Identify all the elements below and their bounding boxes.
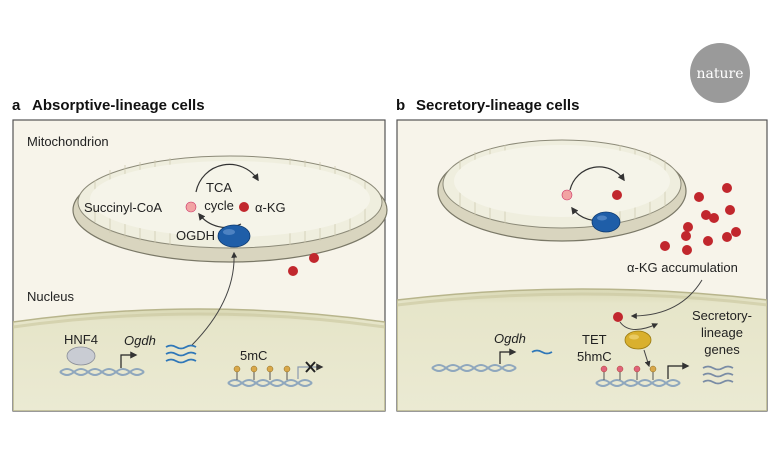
tet-activation-arrow (619, 321, 659, 330)
secretory-genes-line2: lineage (701, 325, 743, 340)
secretory-mrna (702, 365, 734, 385)
tet-enzyme (624, 330, 652, 350)
cycle-label: cycle (204, 198, 234, 213)
dna-ogdh-b (431, 364, 517, 372)
ogdh-label: OGDH (176, 228, 215, 243)
panel-b: b Secretory-lineage cells (396, 97, 768, 412)
blocked-x-icon (305, 361, 316, 373)
succinyl-coa-dot (185, 201, 197, 213)
import-arrow (630, 279, 703, 319)
panel-a-title: Absorptive-lineage cells (32, 97, 205, 114)
succinyl-coa-label: Succinyl-CoA (84, 200, 162, 215)
hnf4-protein (66, 346, 96, 366)
ogdh-gene-label-b: Ogdh (494, 331, 526, 346)
secretory-genes-line3: genes (704, 342, 740, 357)
tet-label: TET (582, 332, 607, 347)
ogdh-gene-label: Ogdh (124, 333, 156, 348)
promoter-arrow-a (120, 351, 138, 368)
mitochondrion-a (72, 155, 388, 263)
alpha-kg-nucleus-dot (613, 312, 623, 322)
nucleus-label: Nucleus (27, 289, 74, 304)
dna-ogdh-a (59, 368, 145, 376)
tca-cycle-b (561, 166, 625, 233)
alpha-kg-free-dot (309, 253, 319, 263)
alpha-kg-dot-b (612, 190, 622, 200)
hnf4-label: HNF4 (64, 332, 98, 347)
ogdh-mrna-b (531, 349, 553, 355)
alpha-kg-dot (239, 202, 249, 212)
5hmc-label: 5hmC (577, 349, 612, 364)
ogdh-enzyme (217, 224, 251, 248)
translation-arrow (191, 251, 238, 346)
nature-logo: nature (690, 43, 750, 103)
alpha-kg-label: α-KG (255, 200, 286, 215)
tca-label: TCA (206, 180, 232, 195)
secretory-genes-line1: Secretory- (692, 308, 752, 323)
panel-a: a Absorptive-lineage cells Mitochondrion (12, 97, 388, 412)
mitochondrion-label: Mitochondrion (27, 134, 109, 149)
tca-cycle-a: TCA cycle Succinyl-CoA α-KG OGDH (84, 163, 286, 248)
ogdh-mrna (165, 344, 197, 364)
dna-hydroxymethylated (595, 362, 690, 387)
dna-methylated-a (227, 361, 324, 387)
panel-b-title: Secretory-lineage cells (416, 97, 579, 114)
5mc-label: 5mC (240, 348, 267, 363)
panel-b-letter: b (396, 97, 405, 114)
promoter-arrow-b (499, 348, 517, 364)
logo-text: nature (697, 66, 744, 82)
alpha-kg-free-dot (288, 266, 298, 276)
succinyl-coa-dot-b (561, 189, 573, 201)
ogdh-enzyme-b (591, 211, 621, 233)
panel-a-letter: a (12, 97, 21, 114)
tet-to-dna-arrow (643, 349, 651, 368)
mitochondrion-b (437, 139, 687, 242)
alpha-kg-accumulation-label: α-KG accumulation (627, 260, 738, 275)
alpha-kg-cluster (660, 183, 741, 255)
